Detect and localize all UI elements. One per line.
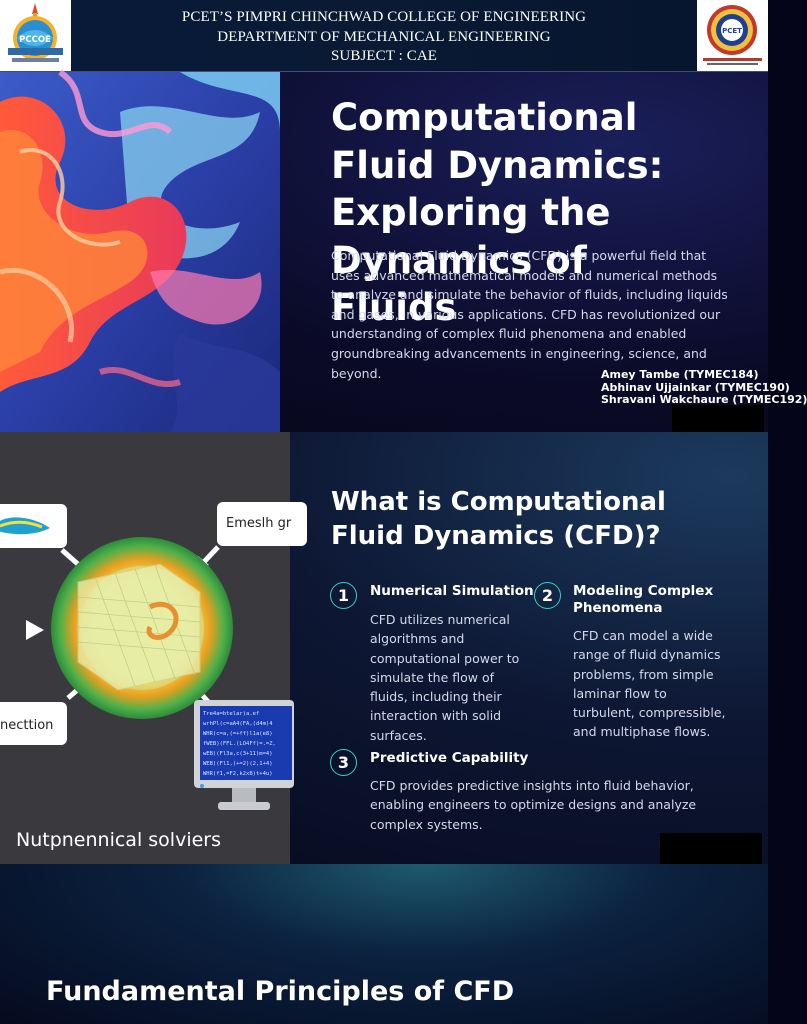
slide1-title: Computational Fluid Dynamics: Exploring … <box>331 94 731 332</box>
title-line: Computational <box>331 96 638 139</box>
fluid-swirl-art-icon <box>0 69 280 432</box>
body-line: Computational Fluid Dynamics (CFD) is a … <box>331 248 707 263</box>
title-line: Dynamics of <box>331 238 587 282</box>
cfd-mesh-illustration-icon: Emeslh gr necttion Tre4a=btelar)a.ef wrh… <box>0 432 307 864</box>
svg-text:WEB)(Fl1,(+=2)(2,1+4): WEB)(Fl1,(+=2)(2,1+4) <box>203 761 273 767</box>
title-slide: Computational Fluid Dynamics: Exploring … <box>0 69 807 432</box>
title-line: Fluid Dynamics: <box>331 143 664 187</box>
author-list: Amey Tambe (TYMEC184) Abhinav Ujjainkar … <box>601 368 807 407</box>
item-body: CFD utilizes numerical algorithms and co… <box>370 612 520 743</box>
fundamentals-slide: Fundamental Principles of CFD <box>0 864 768 1024</box>
pcet-emblem-icon: PCET <box>697 0 768 71</box>
item-heading: Numerical Simulation <box>370 583 534 599</box>
subject-label: SUBJECT : CAE <box>330 48 438 64</box>
slide1-intro-text: Computational Fluid Dynamics (CFD) is a … <box>331 246 731 383</box>
body-line: to analyze and simulate the behavior of … <box>331 287 728 303</box>
body-line: and gases, in various applications. CFD … <box>331 306 721 322</box>
what-is-cfd-slide: Emeslh gr necttion Tre4a=btelar)a.ef wrh… <box>0 432 768 864</box>
item-body: CFD can model a wide range of fluid dyna… <box>573 628 726 740</box>
svg-text:fWEB)(FFL.(LO4Ff)=.=Z,: fWEB)(FFL.(LO4Ff)=.=Z, <box>203 741 276 747</box>
number-badge-2: 2 <box>534 582 561 609</box>
title-line: Exploring the <box>331 191 611 234</box>
body-line: understanding of complex fluid phenomena… <box>331 326 687 342</box>
body-line: beyond. <box>331 365 382 381</box>
title-line: Fluids <box>331 286 457 329</box>
author-name: Abhinav Ujjainkar (TYMEC190) <box>601 380 790 394</box>
title-line: What is Computational <box>331 487 666 517</box>
number-badge-1: 1 <box>330 582 357 609</box>
slide2-title: What is Computational Fluid Dynamics (CF… <box>331 485 751 553</box>
body-line: groundbreaking advancements in engineeri… <box>331 345 707 361</box>
author-name: Amey Tambe (TYMEC184) <box>601 368 759 381</box>
college-name: PCET’S PIMPRI CHINCHWAD COLLEGE OF ENGIN… <box>181 9 587 25</box>
corner-block <box>672 405 764 432</box>
body-line: uses advanced mathematical models and nu… <box>331 267 718 283</box>
svg-text:PCCOE: PCCOE <box>19 35 51 45</box>
pccoe-logo-icon: PCCOE <box>0 0 71 71</box>
svg-text:Tre4a=btelar)a.ef: Tre4a=btelar)a.ef <box>203 711 259 717</box>
department-name: DEPARTMENT OF MECHANICAL ENGINEERING <box>217 28 551 45</box>
svg-text:wEB)(Fl3a,c(3+11)m=4): wEB)(Fl3a,c(3+11)m=4) <box>203 751 273 757</box>
number-badge-3: 3 <box>330 749 357 776</box>
header-divider <box>0 71 768 72</box>
slide3-title: Fundamental Principles of CFD <box>46 976 515 1007</box>
item-body: CFD provides predictive insights into fl… <box>370 778 697 832</box>
item-heading: Modeling Complex Phenomena <box>573 583 714 616</box>
svg-text:Emeslh gr: Emeslh gr <box>226 516 292 531</box>
author-name: Shravani Wakchaure (TYMEC192) <box>601 393 807 406</box>
header-titles: PCET’S PIMPRI CHINCHWAD COLLEGE OF ENGIN… <box>71 8 697 67</box>
svg-text:necttion: necttion <box>0 718 53 733</box>
svg-text:PCET: PCET <box>722 27 742 35</box>
slide-header: PCCOE PCET’S PIMPRI CHINCHWAD COLLEGE OF… <box>0 0 768 72</box>
svg-text:WHR(f1,=F2,k2xB)t+4u): WHR(f1,=F2,k2xB)t+4u) <box>203 771 273 777</box>
title-line: Fluid Dynamics (CFD)? <box>331 521 661 551</box>
corner-block <box>660 833 762 864</box>
item-heading: Predictive Capability <box>370 750 529 766</box>
svg-text:wrhPl(c=aA4(FA,(d4m)4: wrhPl(c=aA4(FA,(d4m)4 <box>203 721 273 727</box>
svg-text:Nutpnennical solviers: Nutpnennical solviers <box>16 829 221 851</box>
svg-text:WHR(c=a,(=+ff)l1a(e8): WHR(c=a,(=+ff)l1a(e8) <box>203 731 273 737</box>
